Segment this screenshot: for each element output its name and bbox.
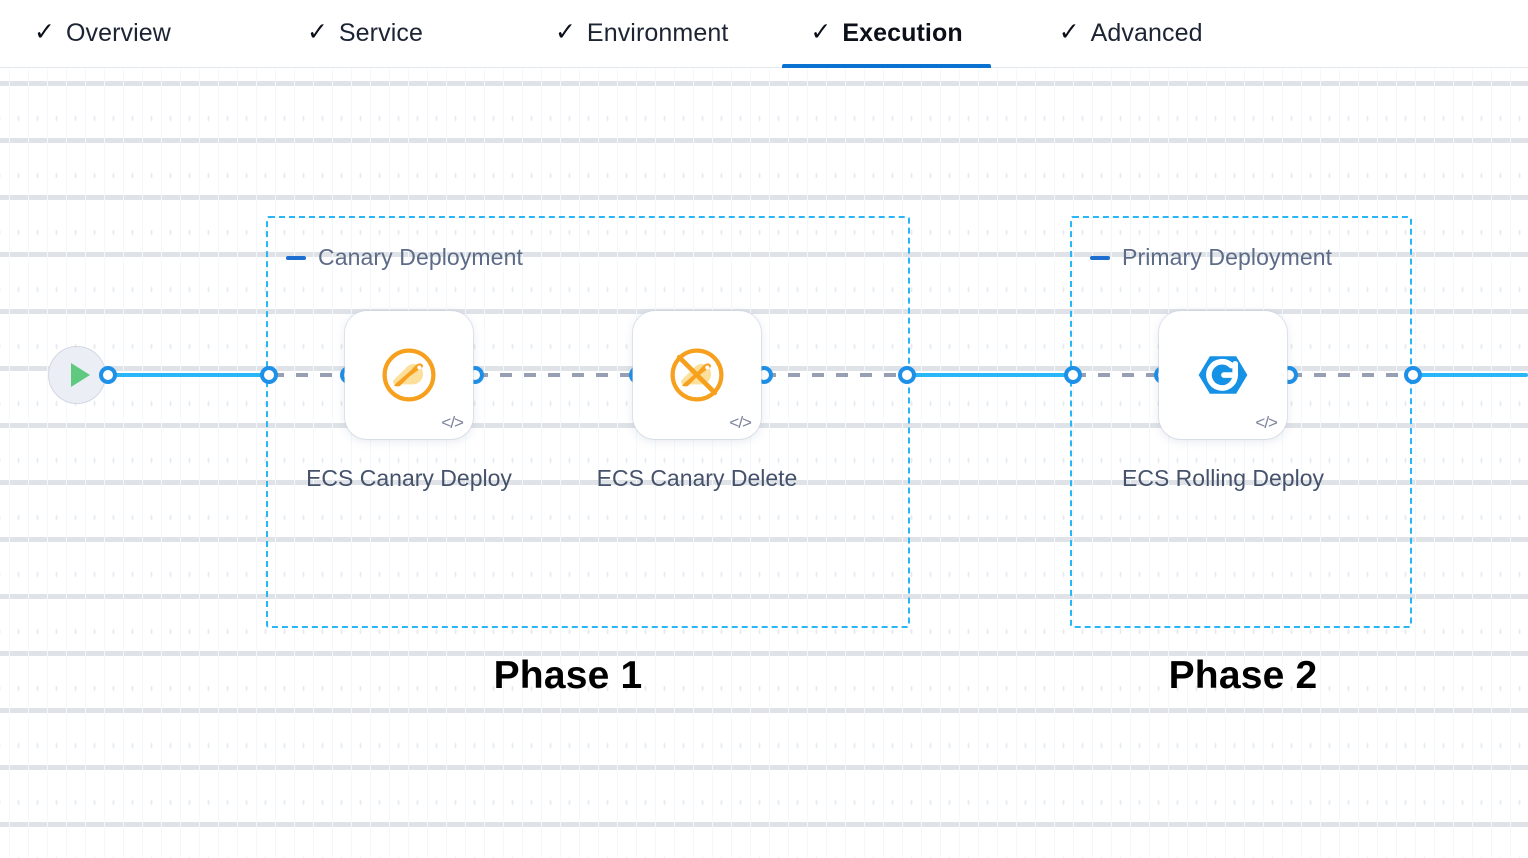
code-badge-icon[interactable]: </> <box>1255 413 1278 432</box>
rolling-deploy-icon <box>1198 356 1248 394</box>
check-icon: ✓ <box>34 18 55 46</box>
check-icon: ✓ <box>810 18 832 46</box>
port-start-output[interactable] <box>99 366 117 384</box>
wizard-tab-bar: ✓ Overview ✓ Service ✓ Environment ✓ Exe… <box>0 0 1528 68</box>
tab-label: Execution <box>842 19 963 47</box>
canary-bird-icon <box>382 348 436 402</box>
tab-service[interactable]: ✓ Service <box>279 0 451 68</box>
tab-advanced[interactable]: ✓ Advanced <box>1031 0 1231 68</box>
group-header-primary[interactable]: Primary Deployment <box>1090 244 1332 271</box>
minus-icon[interactable] <box>1090 255 1110 260</box>
port-canary-group-input[interactable] <box>260 366 278 384</box>
edge-rolling-to-primary-group-exit <box>1290 373 1418 377</box>
port-canary-group-output[interactable] <box>898 366 916 384</box>
edge-primary-group-to-rolling <box>1074 373 1170 377</box>
edge-primary-group-to-next <box>1414 373 1528 377</box>
tab-label: Service <box>338 19 423 47</box>
check-icon: ✓ <box>554 18 576 46</box>
step-label-ecs-canary-deploy: ECS Canary Deploy <box>306 465 512 491</box>
play-icon <box>70 363 90 387</box>
tab-label: Environment <box>586 19 729 47</box>
pipeline-start-node[interactable] <box>48 346 106 404</box>
canary-bird-delete-icon <box>670 348 724 402</box>
tab-execution[interactable]: ✓ Execution <box>782 0 992 68</box>
group-primary-deployment[interactable]: Primary Deployment <box>1070 216 1412 628</box>
edge-canary-group-to-primary-group <box>910 373 1076 377</box>
edge-delete-to-canary-group-exit <box>764 373 914 377</box>
port-primary-group-output[interactable] <box>1404 366 1422 384</box>
pipeline-canvas[interactable]: Canary Deployment Primary Deployment <box>0 68 1528 858</box>
step-card-ecs-canary-delete[interactable]: </> <box>633 311 761 439</box>
tab-environment[interactable]: ✓ Environment <box>527 0 756 68</box>
tab-label: Overview <box>65 19 171 47</box>
edge-canary-group-to-deploy <box>272 373 356 377</box>
check-icon: ✓ <box>306 18 328 46</box>
annotation-phase-2: Phase 2 <box>1168 654 1318 697</box>
edge-deploy-to-delete <box>476 373 644 377</box>
step-card-ecs-rolling-deploy[interactable]: </> <box>1159 311 1287 439</box>
annotation-phase-1: Phase 1 <box>493 654 643 697</box>
step-card-ecs-canary-deploy[interactable]: </> <box>345 311 473 439</box>
check-icon: ✓ <box>1058 18 1080 46</box>
edge-start-to-canary-group <box>108 373 273 377</box>
group-title: Primary Deployment <box>1122 244 1333 270</box>
group-canary-deployment[interactable]: Canary Deployment <box>266 216 910 628</box>
code-badge-icon[interactable]: </> <box>441 413 464 432</box>
port-primary-group-input[interactable] <box>1064 366 1082 384</box>
group-title: Canary Deployment <box>318 244 523 270</box>
minus-icon[interactable] <box>286 255 306 260</box>
step-label-ecs-rolling-deploy: ECS Rolling Deploy <box>1122 465 1324 491</box>
code-badge-icon[interactable]: </> <box>729 413 752 432</box>
tab-label: Advanced <box>1090 19 1203 47</box>
step-label-ecs-canary-delete: ECS Canary Delete <box>596 465 798 491</box>
tab-overview[interactable]: ✓ Overview <box>0 0 199 68</box>
group-header-canary[interactable]: Canary Deployment <box>286 244 523 271</box>
